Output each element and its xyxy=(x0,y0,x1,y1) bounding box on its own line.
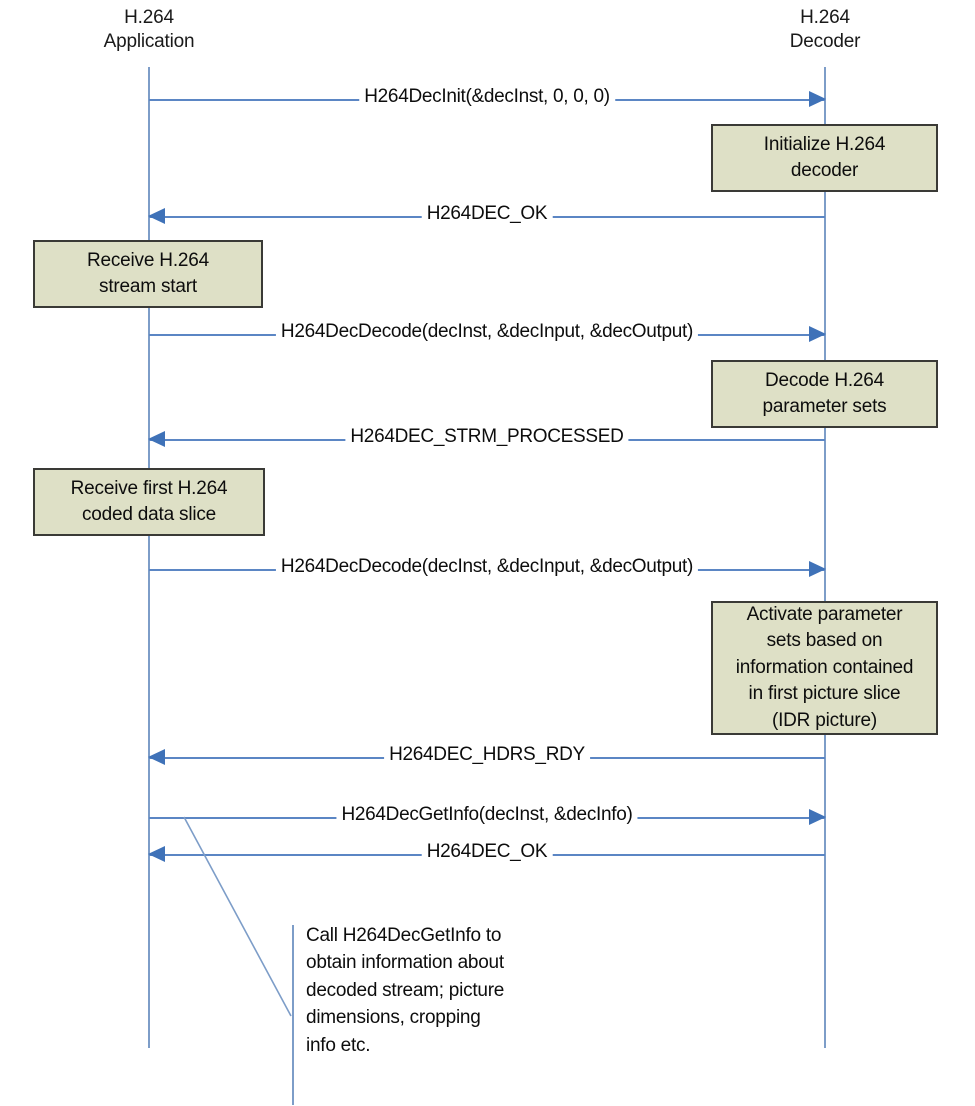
note-text-getinfo: Call H264DecGetInfo to obtain informatio… xyxy=(306,925,505,1056)
message-label: H264DEC_OK xyxy=(421,202,553,226)
message-label: H264DecInit(&decInst, 0, 0, 0) xyxy=(359,85,615,109)
lifeline-header-application: H.264 Application xyxy=(103,7,195,52)
message-label: H264DEC_HDRS_RDY xyxy=(384,743,590,767)
process-box-initialize-decoder: Initialize H.264 decoder xyxy=(711,124,938,192)
message-label: H264DEC_STRM_PROCESSED xyxy=(345,425,629,449)
message-label: H264DecDecode(decInst, &decInput, &decOu… xyxy=(275,320,699,344)
process-box-activate-parameter-sets: Activate parameter sets based on informa… xyxy=(711,601,938,735)
lifeline-header-decoder: H.264 Decoder xyxy=(789,7,861,52)
arrowhead-right-icon xyxy=(809,326,826,342)
arrowhead-left-icon xyxy=(148,846,165,862)
arrowhead-right-icon xyxy=(809,809,826,825)
arrowhead-left-icon xyxy=(148,749,165,765)
process-box-receive-stream-start: Receive H.264 stream start xyxy=(33,240,263,308)
arrowhead-left-icon xyxy=(148,431,165,447)
message-h264dec-ok-1: H264DEC_OK xyxy=(148,202,825,228)
message-h264dec-hdrs-rdy: H264DEC_HDRS_RDY xyxy=(148,743,825,769)
message-h264dec-ok-2: H264DEC_OK xyxy=(148,840,825,866)
lifeline-application xyxy=(148,67,150,1048)
lifeline-decoder xyxy=(824,67,826,1048)
note-bracket xyxy=(292,925,294,1105)
message-h264decdecode-2: H264DecDecode(decInst, &decInput, &decOu… xyxy=(149,555,826,581)
message-h264decgetinfo: H264DecGetInfo(decInst, &decInfo) xyxy=(149,803,826,829)
message-h264dec-strm-processed: H264DEC_STRM_PROCESSED xyxy=(148,425,825,451)
message-label: H264DEC_OK xyxy=(421,840,553,864)
arrowhead-left-icon xyxy=(148,208,165,224)
process-box-decode-parameter-sets: Decode H.264 parameter sets xyxy=(711,360,938,428)
message-label: H264DecDecode(decInst, &decInput, &decOu… xyxy=(275,555,699,579)
message-h264decdecode-1: H264DecDecode(decInst, &decInput, &decOu… xyxy=(149,320,826,346)
message-label: H264DecGetInfo(decInst, &decInfo) xyxy=(336,803,638,827)
arrowhead-right-icon xyxy=(809,561,826,577)
message-h264decinit: H264DecInit(&decInst, 0, 0, 0) xyxy=(149,85,826,111)
process-box-receive-first-coded-slice: Receive first H.264 coded data slice xyxy=(33,468,265,536)
arrowhead-right-icon xyxy=(809,91,826,107)
